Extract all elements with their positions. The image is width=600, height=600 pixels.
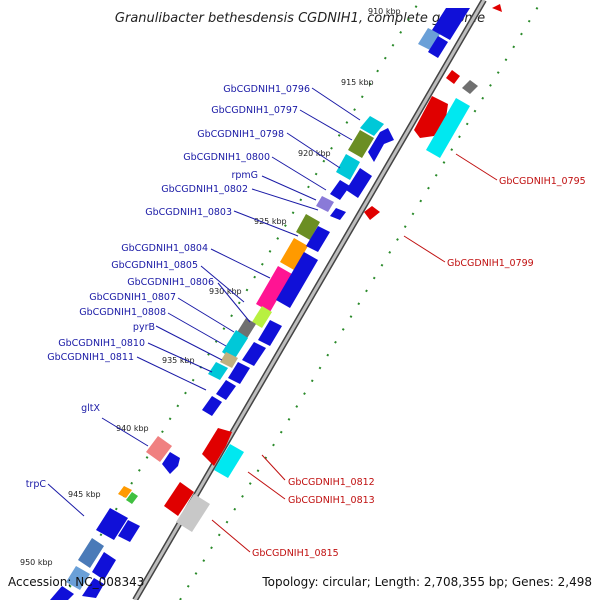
gene-feature	[426, 98, 470, 158]
gene-feature	[162, 452, 180, 474]
gene-feature	[306, 226, 330, 252]
gene-label: GbCGDNIH1_0810	[58, 338, 145, 349]
reverse-gene-labels	[211, 153, 498, 553]
gene-feature	[336, 154, 360, 180]
forward-strand-genes	[50, 8, 470, 600]
gene-feature	[252, 306, 272, 328]
forward-label-texts: GbCGDNIH1_0796 GbCGDNIH1_0797 GbCGDNIH1_…	[26, 84, 310, 490]
gene-label: GbCGDNIH1_0802	[161, 184, 248, 195]
gene-feature	[446, 70, 460, 84]
gene-feature	[164, 482, 194, 516]
gene-feature	[348, 130, 374, 158]
gene-feature	[258, 320, 282, 346]
gene-feature	[346, 168, 372, 198]
gene-feature	[146, 436, 172, 462]
gene-feature	[216, 380, 236, 400]
tick-label: 925 kbp	[254, 217, 287, 226]
gene-label: pyrB	[133, 322, 155, 333]
gene-label: rpmG	[231, 170, 258, 181]
gene-feature	[462, 80, 478, 94]
gene-feature	[276, 252, 318, 308]
tick-label: 945 kbp	[68, 490, 101, 499]
gene-feature	[330, 208, 346, 220]
gene-feature	[492, 4, 502, 12]
gene-feature	[368, 128, 394, 162]
gene-feature	[176, 494, 210, 532]
gene-feature	[78, 538, 104, 568]
gene-feature	[82, 578, 104, 598]
gene-label: GbCGDNIH1_0812	[288, 477, 375, 488]
gene-feature	[118, 520, 140, 542]
gene-feature	[220, 352, 238, 368]
gene-label: GbCGDNIH1_0796	[223, 84, 310, 95]
gene-label: GbCGDNIH1_0811	[47, 352, 134, 363]
gene-feature	[202, 428, 232, 466]
gene-feature	[50, 586, 74, 600]
accession-label: Accession: NC_008343	[8, 575, 144, 589]
gene-feature	[126, 492, 138, 504]
gene-label: trpC	[26, 479, 47, 490]
gene-feature	[92, 552, 116, 580]
gene-feature	[364, 206, 380, 220]
tick-label: 920 kbp	[298, 149, 331, 158]
gene-feature	[66, 566, 90, 590]
gene-feature	[228, 362, 250, 384]
gene-label: GbCGDNIH1_0808	[79, 307, 166, 318]
gene-feature	[296, 214, 320, 240]
gene-label: GbCGDNIH1_0797	[211, 105, 298, 116]
gene-feature	[118, 486, 132, 498]
gene-label: GbCGDNIH1_0798	[197, 129, 284, 140]
gene-label: GbCGDNIH1_0807	[89, 292, 176, 303]
topology-label: Topology: circular; Length: 2,708,355 bp…	[261, 575, 592, 589]
gene-label: GbCGDNIH1_0813	[288, 495, 375, 506]
tick-label: 940 kbp	[116, 424, 149, 433]
reverse-label-texts: GbCGDNIH1_0795 GbCGDNIH1_0799 GbCGDNIH1_…	[252, 176, 586, 559]
gene-feature	[202, 396, 222, 416]
gene-feature	[256, 266, 292, 312]
tick-label: 910 kbp	[368, 7, 401, 16]
gene-label: GbCGDNIH1_0806	[127, 277, 214, 288]
gene-label: GbCGDNIH1_0799	[447, 258, 534, 269]
gene-label: GbCGDNIH1_0803	[145, 207, 232, 218]
tick-label: 950 kbp	[20, 558, 53, 567]
gene-label: GbCGDNIH1_0800	[183, 152, 270, 163]
gene-feature	[214, 444, 244, 478]
gene-feature	[208, 362, 228, 380]
gene-label: GbCGDNIH1_0805	[111, 260, 198, 271]
map-title: Granulibacter bethesdensis CGDNIH1, comp…	[115, 11, 485, 26]
forward-gene-labels	[47, 87, 361, 517]
tick-label: 935 kbp	[162, 356, 195, 365]
gene-feature	[360, 116, 384, 136]
gene-feature	[432, 8, 470, 40]
gene-feature	[418, 28, 440, 50]
gene-label: GbCGDNIH1_0815	[252, 548, 339, 559]
gene-feature	[280, 238, 308, 270]
gene-feature	[222, 330, 248, 360]
gene-label: GbCGDNIH1_0795	[499, 176, 586, 187]
tick-label: 915 kbp	[341, 78, 374, 87]
gene-feature	[316, 196, 334, 212]
gene-feature	[242, 342, 266, 366]
gene-label: GbCGDNIH1_0804	[121, 243, 208, 254]
gene-feature	[428, 36, 448, 58]
gene-feature	[330, 180, 350, 200]
gene-label: gltX	[81, 403, 100, 414]
reverse-strand-genes	[164, 4, 502, 532]
gene-feature	[96, 508, 128, 540]
